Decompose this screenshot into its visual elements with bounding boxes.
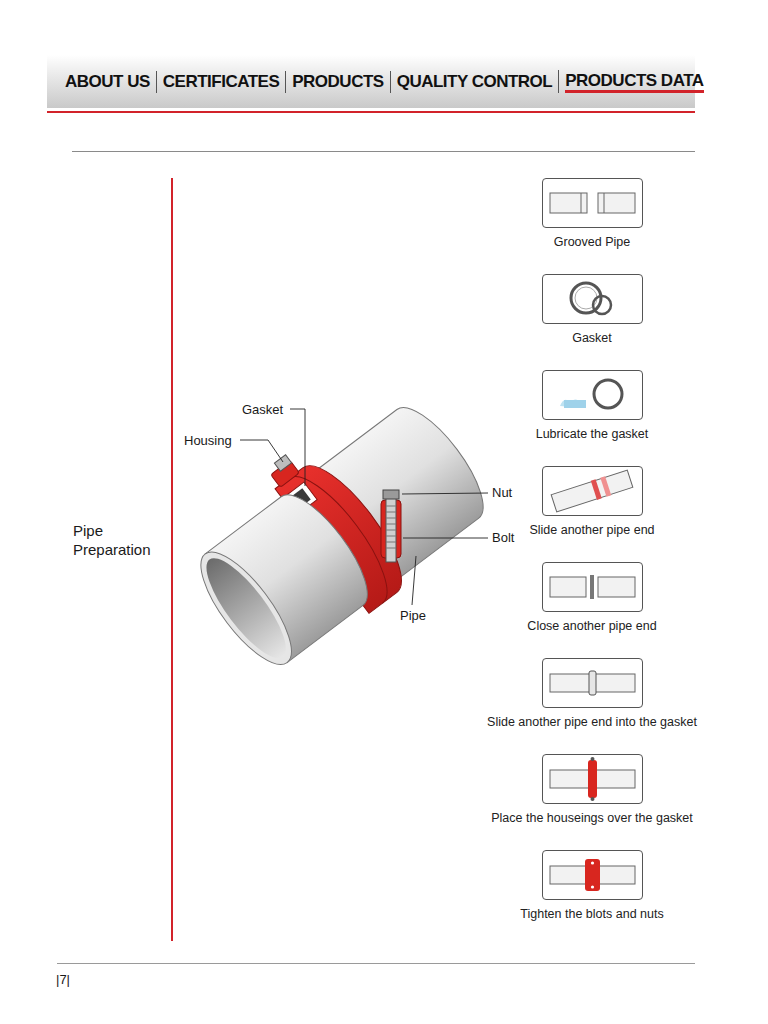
pipe-open-end xyxy=(186,539,306,677)
pipe-bore xyxy=(194,548,298,668)
step-icon xyxy=(543,755,642,803)
step-icon-frame xyxy=(542,274,643,324)
top-bolt xyxy=(274,455,291,471)
part-label: Gasket xyxy=(242,402,283,417)
nav-text: PRODUCTS xyxy=(292,71,383,93)
nav-item: PRODUCTS xyxy=(285,71,389,93)
part-label: Nut xyxy=(492,485,512,500)
nav-item: ABOUT US xyxy=(59,71,156,93)
nav-item: CERTIFICATES xyxy=(156,71,285,93)
leader-lines xyxy=(240,409,488,605)
step-icon-frame xyxy=(542,562,643,612)
footer-rule xyxy=(57,963,695,964)
step-caption: Close another pipe end xyxy=(477,619,707,633)
step-caption: Slide another pipe end into the gasket xyxy=(477,715,707,729)
step-caption: Lubricate the gasket xyxy=(477,427,707,441)
step-icon xyxy=(543,371,642,419)
page-number: |7| xyxy=(56,972,70,987)
part-label: Housing xyxy=(184,433,232,448)
step-caption: Place the houseings over the gasket xyxy=(477,811,707,825)
step-icon-frame xyxy=(542,754,643,804)
part-label: Bolt xyxy=(492,530,514,545)
step-icon-frame xyxy=(542,370,643,420)
step-icon-frame xyxy=(542,178,643,228)
side-lug-bolt xyxy=(381,490,401,562)
step-icon-frame xyxy=(542,850,643,900)
step-caption: Grooved Pipe xyxy=(477,235,707,249)
step-caption: Gasket xyxy=(477,331,707,345)
section-title: Pipe Preparation xyxy=(73,521,163,559)
pipe-assembly xyxy=(172,376,504,685)
nav-item: PRODUCTS DATA xyxy=(558,70,709,93)
step-icon xyxy=(543,851,642,899)
step-box: Tighten the blots and nuts xyxy=(477,850,707,921)
nav-text: QUALITY CONTROL xyxy=(397,71,553,93)
step-caption: Slide another pipe end xyxy=(477,523,707,537)
step-box: Lubricate the gasket xyxy=(477,370,707,441)
part-label: Pipe xyxy=(398,608,428,623)
step-caption: Tighten the blots and nuts xyxy=(477,907,707,921)
step-icon-frame xyxy=(542,466,643,516)
step-icon xyxy=(543,659,642,707)
step-icon xyxy=(543,275,642,323)
header-red-rule xyxy=(47,111,695,113)
step-icon xyxy=(543,467,642,515)
nav-item: QUALITY CONTROL xyxy=(390,71,559,93)
step-box: Gasket xyxy=(477,274,707,345)
step-box: Close another pipe end xyxy=(477,562,707,633)
step-box: Slide another pipe end xyxy=(477,466,707,537)
step-icon-frame xyxy=(542,658,643,708)
step-box: Grooved Pipe xyxy=(477,178,707,249)
nav-text: CERTIFICATES xyxy=(163,71,279,93)
nav-text: ABOUT US xyxy=(65,71,150,93)
step-box: Place the houseings over the gasket xyxy=(477,754,707,825)
grey-rule xyxy=(72,151,695,152)
step-icon xyxy=(543,179,642,227)
vertical-red-rule xyxy=(171,178,173,941)
header-nav-bar: ABOUT US CERTIFICATES PRODUCTS QUALITY CONT… xyxy=(47,55,695,108)
step-icon xyxy=(543,563,642,611)
step-box: Slide another pipe end into the gasket xyxy=(477,658,707,729)
nav-text: PRODUCTS DATA xyxy=(565,71,703,93)
